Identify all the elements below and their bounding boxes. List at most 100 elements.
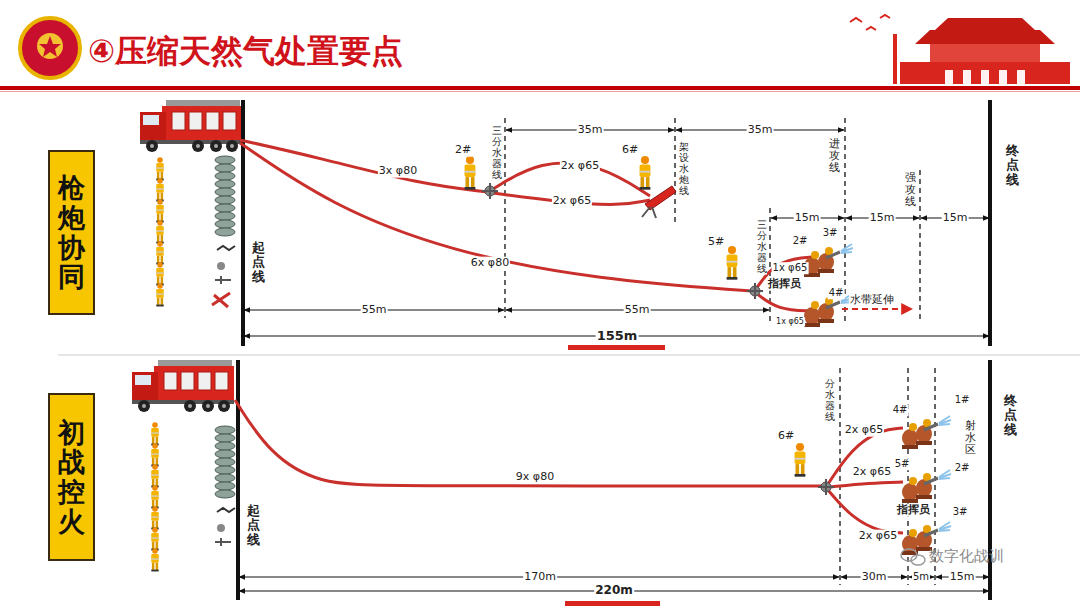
torso <box>151 449 158 458</box>
knee <box>902 499 918 503</box>
boot <box>640 187 651 190</box>
diagram-label: 6x φ80 <box>470 257 510 270</box>
hose <box>828 490 903 533</box>
truck-hub <box>196 144 200 148</box>
truck-panel <box>215 372 228 390</box>
kneeling-body <box>902 429 918 447</box>
diagram-label: 6# <box>777 430 795 443</box>
diagram-label: 5# <box>894 458 911 470</box>
knee <box>804 323 820 327</box>
watermark: 数字化战训 <box>928 548 1005 565</box>
firefighter <box>156 241 163 264</box>
firefighter <box>156 199 163 222</box>
dashed-line <box>919 170 920 322</box>
leg <box>161 193 163 200</box>
leg <box>157 256 159 263</box>
truck-wheel <box>192 140 204 152</box>
divider-outlets <box>482 183 498 199</box>
leg <box>796 464 800 475</box>
diagram-label: 水带延伸 <box>849 294 895 307</box>
firefighter <box>156 220 163 243</box>
hose-roll <box>215 212 235 220</box>
stripe <box>151 432 158 433</box>
leg <box>156 500 158 507</box>
leg <box>161 172 163 179</box>
firefighter <box>795 443 806 477</box>
helmet <box>909 423 917 431</box>
line-name: 三分水器线 <box>492 124 502 181</box>
truck-cab <box>140 112 166 142</box>
leg <box>157 214 159 221</box>
torso <box>156 184 163 193</box>
line-name: 架设水炮线 <box>679 140 689 197</box>
dashed-line <box>839 368 840 585</box>
diagram-label: 5# <box>707 236 725 249</box>
leg <box>156 437 158 444</box>
nozzle <box>924 478 938 484</box>
firefighter <box>727 246 738 280</box>
stripe <box>151 558 158 559</box>
diagram-label: 2x φ65 <box>858 530 898 543</box>
page-title: ④压缩天然气处置要点 <box>88 30 403 74</box>
truck-panel <box>189 112 202 130</box>
stripe <box>640 171 651 173</box>
divider-outlets <box>747 283 763 299</box>
panel-heading: 初战控火 <box>58 418 85 537</box>
truck-wheel <box>226 140 238 152</box>
diagram-label: 3# <box>822 227 839 239</box>
water-spray <box>939 470 951 479</box>
gate-door <box>999 70 1007 84</box>
leg <box>152 500 154 507</box>
helmet <box>157 241 163 247</box>
hose <box>235 400 822 486</box>
stripe <box>156 167 163 168</box>
divider-outlets <box>818 479 834 495</box>
line-name: 分水器线 <box>825 377 835 423</box>
helmet <box>152 548 158 554</box>
stripe <box>151 516 158 517</box>
truck-hub <box>222 404 226 408</box>
firefighter <box>151 527 158 550</box>
gate-roof-top <box>935 18 1035 30</box>
tool <box>217 246 235 250</box>
leg <box>641 177 645 188</box>
firefighter <box>156 262 163 285</box>
leg <box>161 214 163 221</box>
stripe <box>465 171 476 173</box>
gate-door <box>981 70 989 84</box>
extension-arrow <box>842 308 912 310</box>
knee <box>916 441 932 445</box>
gate-roof <box>915 30 1055 44</box>
leg <box>152 458 154 465</box>
firefighter <box>151 506 158 529</box>
torso <box>151 512 158 521</box>
firefighter <box>156 283 163 306</box>
hose <box>756 293 812 311</box>
knee <box>818 319 834 323</box>
emblem <box>20 18 80 78</box>
stripe <box>156 293 163 294</box>
helmet <box>811 251 819 259</box>
hose-roll <box>215 482 235 490</box>
torso <box>156 205 163 214</box>
helmet <box>152 464 158 470</box>
torso <box>727 255 738 268</box>
leg <box>152 437 154 444</box>
hose <box>830 482 903 487</box>
leg <box>466 177 470 188</box>
stripe <box>156 209 163 210</box>
torso <box>156 226 163 235</box>
boot <box>151 570 158 572</box>
hose-roll <box>215 188 235 196</box>
helmet <box>157 283 163 289</box>
line-name: 起点线 <box>252 240 265 285</box>
boot <box>727 277 738 280</box>
nozzle <box>924 530 938 536</box>
emblem-star <box>39 36 61 57</box>
diagram-label: 35m <box>577 124 604 137</box>
helmet <box>923 419 931 427</box>
hose-roll <box>215 164 235 172</box>
truck-panel <box>164 372 177 390</box>
hose-roll <box>215 172 235 180</box>
side-label-box: 枪炮协同 <box>48 150 95 315</box>
